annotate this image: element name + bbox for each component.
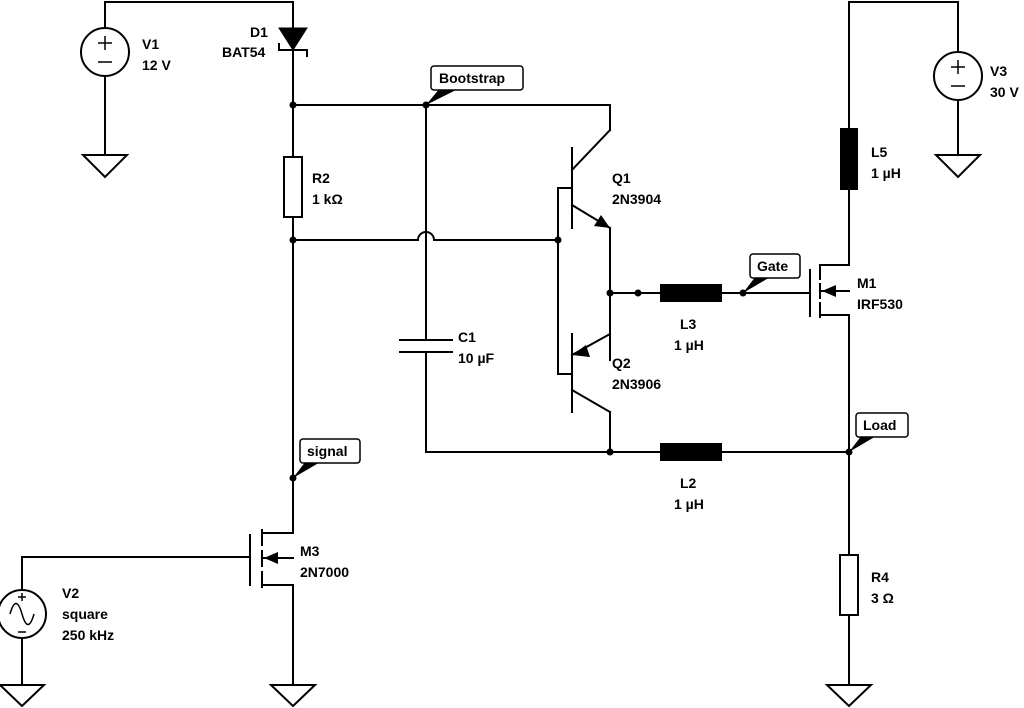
v3-value: 30 V [990,84,1019,100]
m3-name: M3 [300,543,320,559]
ground-v2 [0,684,47,708]
transistor-q2[interactable]: Q2 2N3906 [557,332,661,414]
v2-value: 250 kHz [62,627,114,643]
inductor-l5[interactable]: L5 1 µH [840,128,901,190]
l3-name: L3 [680,316,697,332]
r2-value: 1 kΩ [312,191,343,207]
c1-value: 10 µF [458,350,495,366]
m3-value: 2N7000 [300,564,349,580]
v2-name: V2 [62,585,79,601]
ground-v3 [933,154,983,179]
svg-text:Gate: Gate [757,258,788,274]
l5-name: L5 [871,144,888,160]
wires [21,1,959,686]
voltage-source-v3[interactable]: V3 30 V [933,51,1019,101]
l2-value: 1 µH [674,496,704,512]
inductor-l3[interactable]: L3 1 µH [660,284,722,353]
l5-value: 1 µH [871,165,901,181]
q1-value: 2N3904 [612,191,661,207]
resistor-r4[interactable]: R4 3 Ω [839,554,894,616]
c1-name: C1 [458,329,476,345]
mosfet-m3[interactable]: M3 2N7000 [249,529,349,588]
svg-text:Bootstrap: Bootstrap [439,70,505,86]
l2-name: L2 [680,475,697,491]
net-label-load: Load [849,412,909,452]
inductor-l2[interactable]: L2 1 µH [660,443,722,512]
voltage-source-v1[interactable]: V1 12 V [80,27,171,77]
v2-wave: square [62,606,108,622]
v1-value: 12 V [142,57,171,73]
v3-name: V3 [990,63,1007,79]
mosfet-m1[interactable]: M1 IRF530 [809,264,903,318]
q1-name: Q1 [612,170,631,186]
q2-value: 2N3906 [612,376,661,392]
l3-value: 1 µH [674,337,704,353]
v1-name: V1 [142,36,159,52]
signal-source-v2[interactable]: V2 square 250 kHz [0,585,114,643]
svg-text:Load: Load [863,417,896,433]
d1-name: D1 [250,24,268,40]
svg-text:signal: signal [307,443,347,459]
resistor-r2[interactable]: R2 1 kΩ [283,156,343,218]
capacitor-c1[interactable]: C1 10 µF [399,329,495,366]
transistor-q1[interactable]: Q1 2N3904 [557,128,661,230]
ground-v1 [80,154,130,179]
r4-value: 3 Ω [871,590,894,606]
d1-value: BAT54 [222,44,266,60]
net-label-bootstrap: Bootstrap [426,65,524,105]
diode-d1[interactable]: D1 BAT54 [222,24,308,60]
m1-name: M1 [857,275,877,291]
r2-name: R2 [312,170,330,186]
ground-m3 [268,684,318,708]
net-label-gate: Gate [743,253,801,293]
q2-name: Q2 [612,355,631,371]
r4-name: R4 [871,569,889,585]
ground-r4 [824,684,874,708]
m1-value: IRF530 [857,296,903,312]
net-label-signal: signal [293,438,361,478]
